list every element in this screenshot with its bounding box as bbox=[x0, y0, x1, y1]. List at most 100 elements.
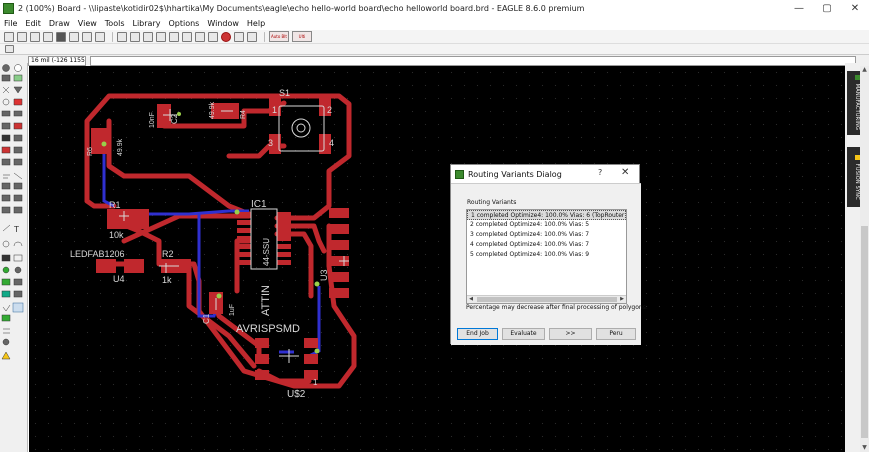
undo-icon[interactable] bbox=[195, 31, 205, 42]
menu-file[interactable]: File bbox=[4, 19, 18, 28]
circle-tool-icon[interactable] bbox=[2, 240, 10, 248]
list-scroll-thumb[interactable] bbox=[477, 297, 617, 302]
smash-tool-icon[interactable] bbox=[13, 158, 23, 166]
signal-tool-icon[interactable] bbox=[1, 278, 11, 286]
redraw-icon[interactable] bbox=[182, 31, 192, 42]
schematic-icon[interactable] bbox=[56, 31, 66, 42]
vertical-scrollbar[interactable]: ▲ ▼ bbox=[860, 66, 869, 452]
paste-tool-icon[interactable] bbox=[1, 122, 11, 130]
zoom-in-icon[interactable] bbox=[130, 31, 140, 42]
text-tool-glyph[interactable]: T bbox=[13, 225, 19, 234]
lock-tool-icon[interactable] bbox=[1, 146, 11, 154]
variant-row[interactable]: 5 completed Optimize4: 100.0% Vias: 9 bbox=[470, 251, 590, 258]
ratsnest-tool-icon[interactable] bbox=[1, 314, 11, 322]
menu-options[interactable]: Options bbox=[168, 19, 200, 28]
next-variant-button[interactable]: >> bbox=[549, 328, 592, 340]
add-tool-icon[interactable] bbox=[1, 134, 11, 142]
variant-row[interactable]: 3 completed Optimize4: 100.0% Vias: 7 bbox=[470, 231, 590, 238]
replace-tool-icon[interactable] bbox=[13, 134, 23, 142]
board-icon[interactable] bbox=[69, 31, 79, 42]
ultiboard-badge-icon[interactable]: Ulti Board bbox=[292, 31, 312, 42]
scroll-right-icon[interactable]: ▶ bbox=[620, 296, 624, 302]
group-tool-icon[interactable] bbox=[1, 110, 11, 117]
scroll-up-icon[interactable]: ▲ bbox=[862, 66, 867, 73]
attribute-tool-icon[interactable] bbox=[2, 338, 10, 346]
show-tool-icon[interactable] bbox=[14, 64, 22, 72]
maximize-button[interactable]: ▢ bbox=[822, 3, 832, 14]
meander-tool-icon[interactable] bbox=[13, 182, 23, 190]
peru-button[interactable]: Peru bbox=[596, 328, 636, 340]
dimension-tool-icon[interactable] bbox=[13, 278, 23, 286]
zoom-select-icon[interactable] bbox=[156, 31, 166, 42]
minimize-button[interactable]: — bbox=[794, 3, 804, 14]
info-tool-icon[interactable] bbox=[2, 64, 10, 72]
cam-icon[interactable] bbox=[43, 31, 53, 42]
erc-tool-icon[interactable] bbox=[1, 290, 11, 298]
name-tool-icon[interactable] bbox=[13, 146, 23, 154]
optimize-tool-icon[interactable] bbox=[1, 182, 11, 190]
ripup-tool-icon[interactable] bbox=[13, 194, 23, 202]
scrollbar-thumb[interactable] bbox=[861, 226, 868, 438]
menu-help[interactable]: Help bbox=[246, 19, 266, 28]
variant-row[interactable]: 2 completed Optimize4: 100.0% Vias: 5 bbox=[470, 221, 590, 228]
route-tool-icon[interactable] bbox=[1, 194, 11, 202]
zoom-previous-icon[interactable] bbox=[169, 31, 179, 42]
manufacturing-tab[interactable]: MANUFACTURING bbox=[847, 71, 860, 135]
scroll-down-icon[interactable]: ▼ bbox=[862, 444, 867, 451]
zoom-fit-icon[interactable] bbox=[117, 31, 127, 42]
variant-row[interactable]: 1 completed Optimize4: 100.0% Vias: 6 (T… bbox=[467, 210, 626, 220]
redo-icon[interactable] bbox=[208, 31, 218, 42]
stop-icon[interactable] bbox=[221, 31, 231, 42]
errors-tool-icon[interactable] bbox=[3, 328, 10, 334]
drc-tool-icon[interactable] bbox=[13, 290, 23, 298]
open-icon[interactable] bbox=[4, 31, 14, 42]
info-icon[interactable] bbox=[247, 31, 257, 42]
autorouter-badge-icon[interactable]: Auto Blt bbox=[269, 31, 289, 42]
warning-tool-icon[interactable] bbox=[1, 351, 11, 360]
polygon-tool-icon[interactable] bbox=[13, 254, 23, 262]
menu-edit[interactable]: Edit bbox=[25, 19, 41, 28]
via-tool-icon[interactable] bbox=[2, 266, 10, 274]
mirror-tool-icon[interactable] bbox=[13, 98, 23, 106]
script-icon[interactable] bbox=[82, 31, 92, 42]
evaluate-button[interactable]: Evaluate bbox=[502, 328, 545, 340]
autoroute-tool-icon[interactable] bbox=[2, 304, 11, 312]
save-icon[interactable] bbox=[17, 31, 27, 42]
menu-draw[interactable]: Draw bbox=[48, 19, 70, 28]
board-drawing[interactable]: S1 1 2 3 4 C2 10nF R4 49.9k R6 49.9k R1 … bbox=[29, 66, 845, 452]
rect-tool-icon[interactable] bbox=[1, 254, 11, 262]
grid-icon[interactable] bbox=[5, 45, 14, 53]
autorouter-active-tool-icon[interactable] bbox=[12, 302, 24, 313]
variants-list[interactable]: 1 completed Optimize4: 100.0% Vias: 6 (T… bbox=[466, 209, 627, 304]
list-horizontal-scrollbar[interactable]: ◀ ▶ bbox=[467, 295, 626, 303]
board-canvas[interactable]: S1 1 2 3 4 C2 10nF R4 49.9k R6 49.9k R1 … bbox=[29, 66, 845, 452]
menu-window[interactable]: Window bbox=[207, 19, 239, 28]
copy-tool-icon[interactable] bbox=[13, 86, 23, 94]
move-tool-icon[interactable] bbox=[2, 86, 10, 94]
split-tool-icon[interactable] bbox=[3, 174, 10, 179]
change-tool-icon[interactable] bbox=[13, 110, 23, 117]
scroll-left-icon[interactable]: ◀ bbox=[469, 296, 473, 302]
value-tool-icon[interactable] bbox=[1, 158, 11, 166]
fusion-sync-tab[interactable]: FUSION SYNC bbox=[847, 147, 860, 207]
command-input[interactable] bbox=[90, 55, 856, 66]
rotate-tool-icon[interactable] bbox=[2, 98, 10, 106]
arc-tool-icon[interactable] bbox=[13, 241, 23, 247]
variant-row[interactable]: 4 completed Optimize4: 100.0% Vias: 7 bbox=[470, 241, 590, 248]
menu-library[interactable]: Library bbox=[132, 19, 161, 28]
text-tool-icon[interactable] bbox=[13, 206, 23, 214]
menu-tools[interactable]: Tools bbox=[104, 19, 125, 28]
close-window-button[interactable]: ✕ bbox=[850, 3, 860, 14]
run-ulp-icon[interactable] bbox=[95, 31, 105, 42]
menu-view[interactable]: View bbox=[77, 19, 97, 28]
help-icon[interactable]: ? bbox=[598, 168, 603, 177]
print-icon[interactable] bbox=[30, 31, 40, 42]
wire-tool-icon[interactable] bbox=[1, 206, 11, 214]
go-icon[interactable] bbox=[234, 31, 244, 42]
close-icon[interactable]: ✕ bbox=[621, 167, 630, 178]
line-tool-icon[interactable] bbox=[2, 224, 11, 232]
zoom-out-icon[interactable] bbox=[143, 31, 153, 42]
mark-tool-icon[interactable] bbox=[13, 74, 23, 82]
display-tool-icon[interactable] bbox=[1, 74, 11, 82]
hole-tool-icon[interactable] bbox=[14, 266, 22, 274]
